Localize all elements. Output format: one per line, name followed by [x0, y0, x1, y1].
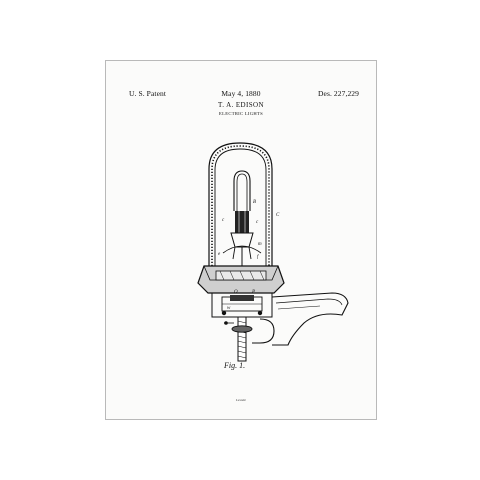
inventor-name: T. A. EDISON: [218, 101, 264, 109]
patent-poster: U. S. Patent May 4, 1880 Des. 227,229 T.…: [105, 60, 377, 420]
light-bulb-drawing: B C c c m e f O P w: [197, 142, 349, 362]
ref-letter-c-upper: C: [276, 213, 280, 218]
ref-letter-m: m: [258, 242, 262, 247]
patent-number: Des. 227,229: [318, 89, 359, 98]
patent-date: May 4, 1880: [221, 89, 261, 98]
ref-letter-p: P: [251, 290, 255, 295]
ref-letter-f: f: [257, 255, 259, 260]
ref-letter-e: e: [218, 252, 221, 257]
ref-letter-o: O: [234, 290, 238, 295]
ref-letter-w: w: [227, 306, 231, 311]
ref-letter-c-right: c: [256, 220, 259, 225]
ref-letter-c-left: c: [222, 218, 225, 223]
signature: Lesnite: [235, 398, 247, 402]
ref-letter-b: B: [253, 200, 256, 205]
invention-title: ELECTRIC LIGHTS: [219, 111, 263, 116]
patent-type: U. S. Patent: [129, 89, 167, 98]
figure-label: Fig. 1.: [224, 361, 246, 370]
